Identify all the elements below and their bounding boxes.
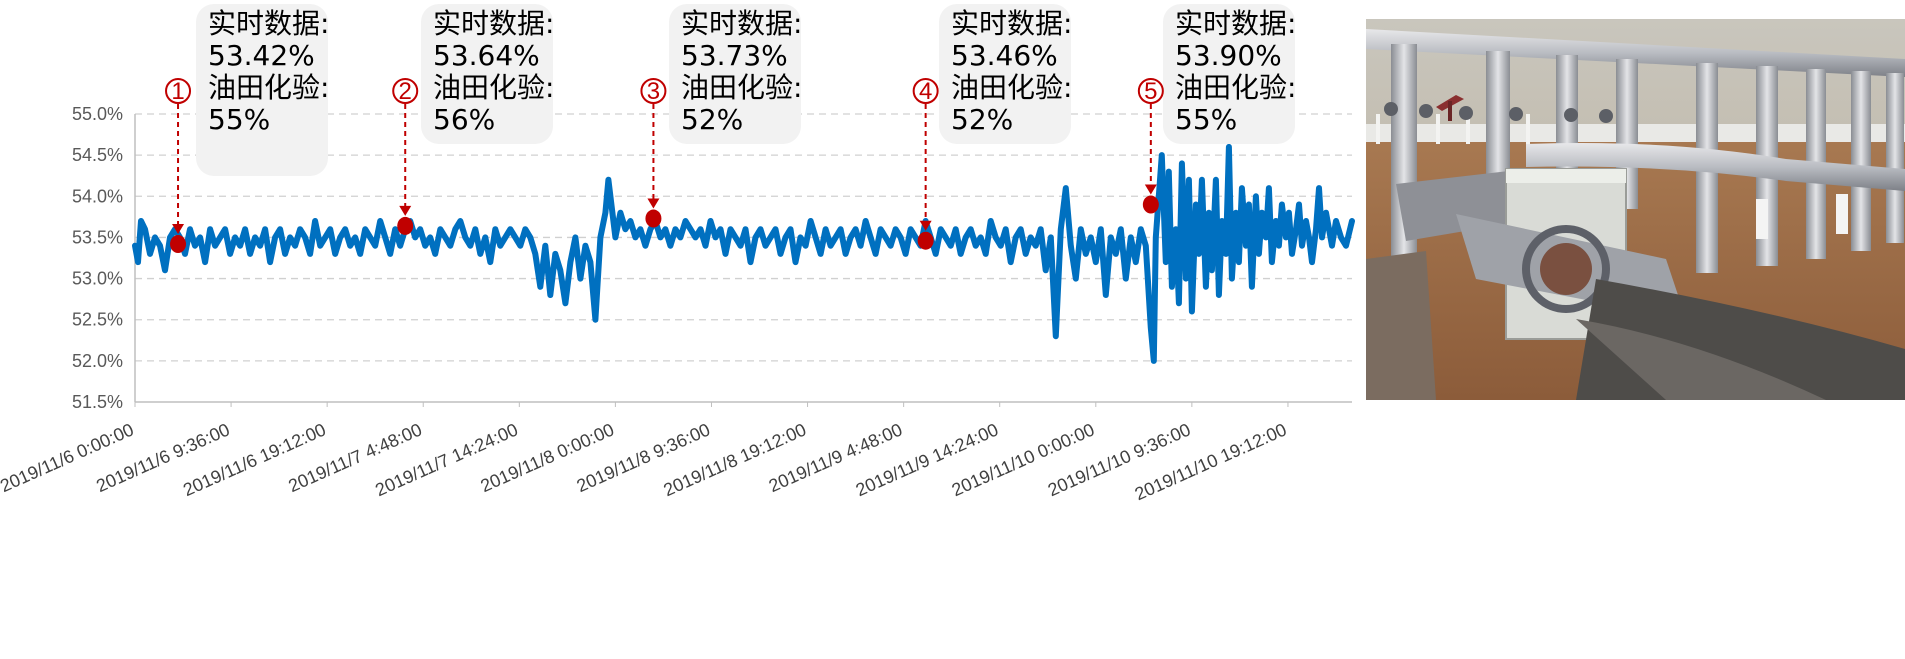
marker-number: 3 [647,78,660,105]
y-tick-label: 52.5% [72,310,123,330]
callout-value: 52% [681,103,743,136]
callout-label: 实时数据: [1175,7,1296,40]
marker-arrowhead [172,224,185,235]
callout-value: 52% [951,103,1013,136]
marker-number-circle [392,78,419,104]
y-tick-labels: 55.0% 54.5% 54.0% 53.5% 53.0% 52.5% 52.0% 51.5% [72,104,123,412]
marker-number: 5 [1144,78,1157,105]
callout-value: 56% [433,103,495,136]
callout-box [1163,4,1295,144]
marker-arrowhead [919,220,932,231]
pipeline-photo [1366,19,1905,400]
callout-box [669,4,801,144]
callout-value: 53.90% [1175,39,1282,72]
data-point-marker [917,231,934,250]
y-tick-label: 52.0% [72,351,123,371]
y-tick-label: 54.0% [72,186,123,206]
marker-arrowhead [647,198,660,209]
series-line-group [132,143,1355,364]
callouts: 实时数据:53.42%油田化验:55%实时数据:53.64%油田化验:56%实时… [196,4,1296,176]
callout-label: 实时数据: [433,7,554,40]
marker-arrowhead [1144,184,1157,195]
marker-number-circle [165,78,192,104]
marker-number-circle [1137,78,1164,104]
marker-number: 1 [171,78,184,105]
callout-value: 53.64% [433,39,540,72]
y-tick-label: 53.0% [72,269,123,289]
marker-number-circle [640,78,667,104]
callout-value: 55% [208,103,270,136]
callout-label: 油田化验: [1175,71,1296,104]
callout-box [196,4,328,176]
callout-label: 油田化验: [681,71,802,104]
callout-label: 油田化验: [208,71,329,104]
annotation-markers: 1 2 3 4 5 [165,78,1164,254]
marker-number-circle [912,78,939,104]
callout-label: 实时数据: [208,7,329,40]
callout-label: 实时数据: [951,7,1072,40]
callout-box [421,4,553,144]
y-tick-label: 55.0% [72,104,123,124]
marker-number: 4 [919,78,932,105]
callout-value: 55% [1175,103,1237,136]
data-point-marker [397,216,414,235]
y-tick-label: 54.5% [72,145,123,165]
callout-label: 油田化验: [951,71,1072,104]
callout-value: 53.46% [951,39,1058,72]
callout-value: 53.42% [208,39,315,72]
callout-value: 53.73% [681,39,788,72]
series-line [132,143,1355,364]
marker-arrowhead [399,205,412,216]
callout-label: 油田化验: [433,71,554,104]
callout-box [939,4,1071,144]
y-tick-label: 51.5% [72,392,123,412]
data-point-marker [645,209,662,228]
data-point-marker [1142,195,1159,214]
callout-label: 实时数据: [681,7,802,40]
marker-number: 2 [399,78,412,105]
y-tick-label: 53.5% [72,227,123,247]
data-point-marker [170,235,187,254]
